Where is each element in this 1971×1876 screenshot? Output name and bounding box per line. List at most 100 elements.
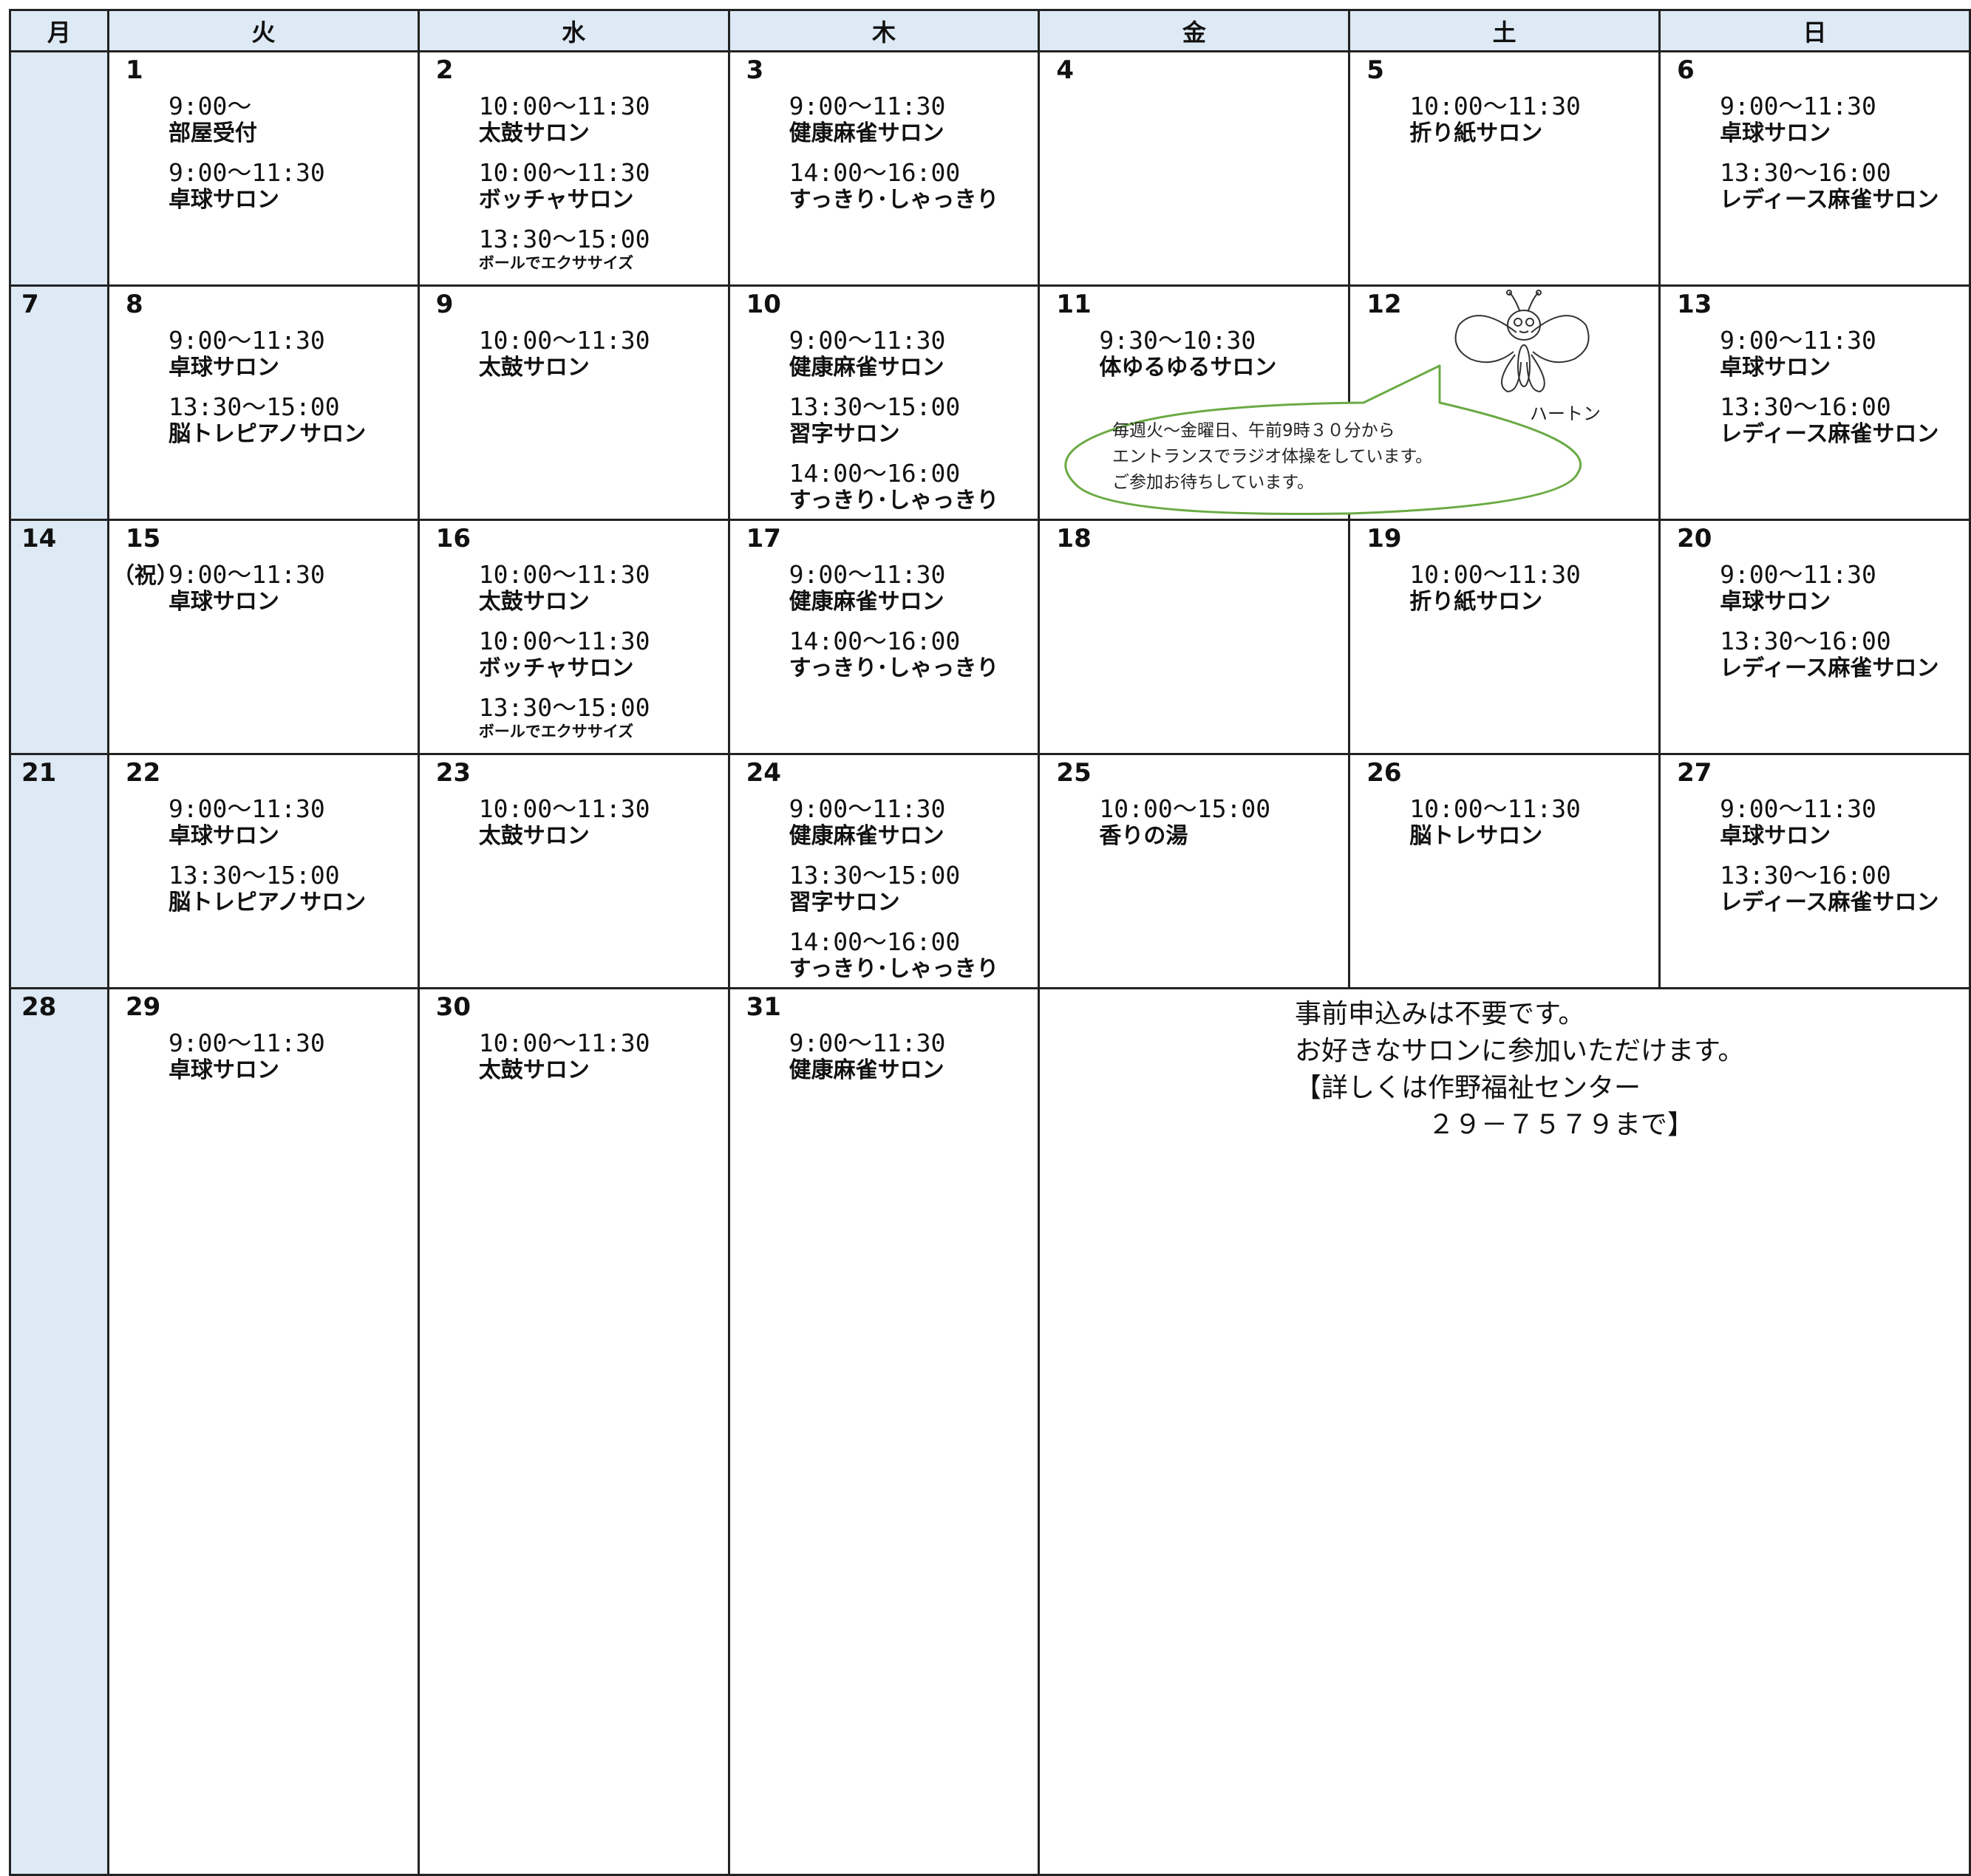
event-time: 13:30～15:00 [478,693,650,722]
weekday-header: 土 [1348,9,1661,52]
event-name: 脳トレピアノサロン [168,421,367,447]
day-cell: 4 [1038,50,1351,287]
event-time: 14:00～16:00 [789,459,961,488]
day-cell: 28 [9,987,109,1876]
bubble-line: エントランスでラジオ体操をしています。 [1112,447,1433,466]
event-time: 10:00～11:30 [1409,560,1581,589]
event-time: 9:00～11:30 [1720,92,1876,120]
day-number: 30 [435,992,472,1022]
event-time: 9:00～11:30 [168,1029,325,1057]
event-name: 習字サロン [789,890,900,915]
event-name: ボッチャサロン [478,187,634,213]
event-time: 13:30～16:00 [1720,158,1891,187]
event-time: 10:00～11:30 [478,627,650,655]
event-name: 折り紙サロン [1409,120,1543,146]
event-time: 14:00～16:00 [789,927,961,956]
event-time: 13:30～15:00 [789,861,961,890]
event-name: 卓球サロン [168,1057,279,1083]
bubble-line: 毎週火～金曜日、午前9時３０分から [1112,421,1395,440]
day-number: 15 [125,524,161,553]
event-time: 13:30～16:00 [1720,627,1891,655]
event-time: 9:00～11:30 [789,326,946,355]
event-name: 習字サロン [789,421,900,447]
event-name: 折り紙サロン [1409,589,1543,615]
event: 9:00～部屋受付 [168,92,415,147]
event-name: 卓球サロン [1720,355,1831,381]
footer-note-line: ２９－７５７９まで】 [1295,1110,1695,1140]
weekday-header: 木 [727,9,1041,52]
event-time: 9:00～11:30 [168,560,325,589]
event-time: 9:00～ [168,92,252,120]
weekday-header-row: 月火水木金土日 [9,9,1971,52]
event-time: 9:00～11:30 [789,92,946,120]
event-time: 10:00～11:30 [478,92,650,120]
event-time: 9:00～11:30 [168,326,325,355]
day-number: 14 [21,524,57,553]
day-number: 8 [125,290,143,319]
event-time: 10:00～11:30 [478,1029,650,1057]
event-name: 卓球サロン [1720,589,1831,615]
bubble-line: ご参加お待ちしています。 [1112,473,1315,492]
event-time: 9:00～11:30 [1720,326,1876,355]
event-name: 健康麻雀サロン [789,823,944,849]
day-number: 3 [746,55,764,85]
event-time: 9:00～11:30 [1720,794,1876,823]
event-name: 脳トレサロン [1409,823,1543,849]
day-number: 25 [1056,758,1092,788]
day-number: 20 [1677,524,1712,553]
event-name: 卓球サロン [168,187,279,213]
event-name: 卓球サロン [168,589,279,615]
event-name: レディース麻雀サロン [1720,890,1939,915]
event-name: 健康麻雀サロン [789,589,944,615]
speech-bubble [1064,364,1582,515]
day-cell: 18 [1038,519,1351,755]
mascot-label: ハートン [1530,403,1601,424]
day-number: 19 [1366,524,1402,553]
day-number: 27 [1677,758,1712,788]
footer-note: 事前申込みは不要です。 お好きなサロンに参加いただけます。 【詳しくは作野福祉セ… [1295,996,1744,1144]
day-number: 18 [1056,524,1092,553]
